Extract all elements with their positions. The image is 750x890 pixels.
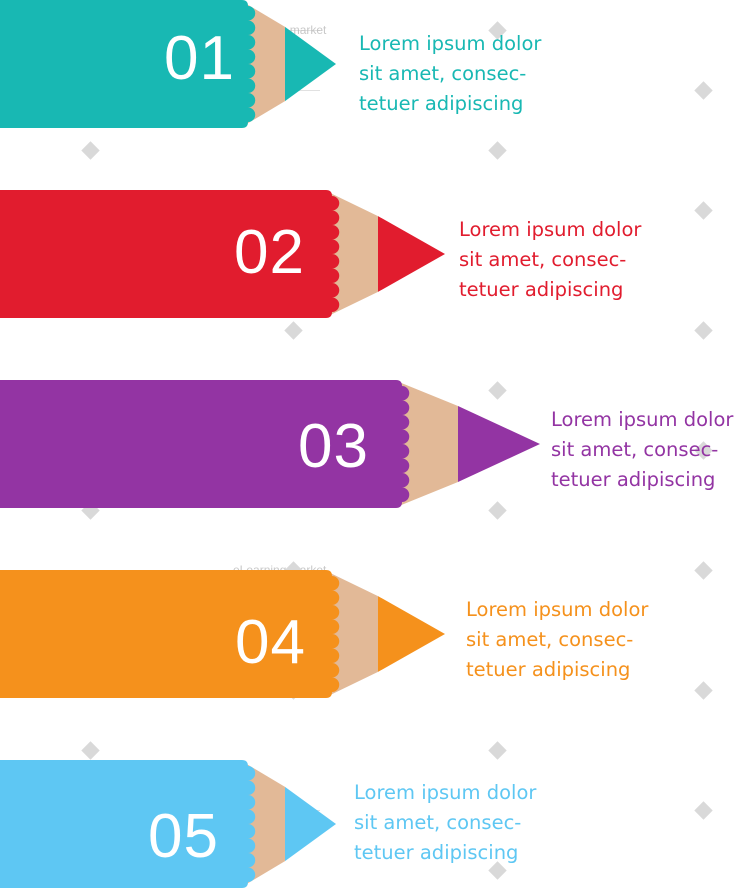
caption-02: Lorem ipsum dolor sit amet, consec- tetu… xyxy=(459,215,641,305)
caption-03-line-2: sit amet, consec- xyxy=(551,438,719,461)
caption-04-line-1: Lorem ipsum dolor xyxy=(466,598,649,621)
caption-01-line-2: sit amet, consec- xyxy=(359,62,527,85)
watermark-diamond xyxy=(694,681,713,700)
caption-02-line-3: tetuer adipiscing xyxy=(459,278,624,301)
pencil-01: 01 xyxy=(0,0,340,130)
pencil-body-04 xyxy=(0,570,340,698)
caption-05-line-1: Lorem ipsum dolor xyxy=(354,781,537,804)
caption-03-line-1: Lorem ipsum dolor xyxy=(551,408,734,431)
pencil-03: 03 xyxy=(0,380,545,510)
pencil-number-02: 02 xyxy=(234,218,305,287)
watermark-diamond xyxy=(488,741,507,760)
pencil-number-03: 03 xyxy=(298,412,369,481)
caption-04-line-2: sit amet, consec- xyxy=(466,628,634,651)
pencil-body-01 xyxy=(0,0,256,128)
caption-01-line-1: Lorem ipsum dolor xyxy=(359,32,542,55)
watermark-diamond xyxy=(694,321,713,340)
caption-01-line-3: tetuer adipiscing xyxy=(359,92,524,115)
pencil-shape-04 xyxy=(0,570,445,698)
caption-05: Lorem ipsum dolor sit amet, consec- tetu… xyxy=(354,778,536,868)
caption-02-line-1: Lorem ipsum dolor xyxy=(459,218,642,241)
pencil-body-02 xyxy=(0,190,340,318)
pencil-number-04: 04 xyxy=(235,608,306,677)
watermark-diamond xyxy=(81,141,100,160)
caption-03-line-3: tetuer adipiscing xyxy=(551,468,716,491)
pencil-04: 04 xyxy=(0,570,450,700)
watermark-diamond xyxy=(488,141,507,160)
pencil-tip-03 xyxy=(458,406,540,482)
pencil-tip-04 xyxy=(378,596,445,672)
pencil-shape-05 xyxy=(0,760,336,888)
pencil-05: 05 xyxy=(0,760,340,890)
pencil-number-01: 01 xyxy=(164,24,235,93)
watermark-diamond xyxy=(81,741,100,760)
watermark-diamond xyxy=(694,561,713,580)
caption-05-line-2: sit amet, consec- xyxy=(354,811,522,834)
pencil-number-05: 05 xyxy=(148,802,219,871)
watermark-diamond xyxy=(694,801,713,820)
watermark-diamond xyxy=(284,321,303,340)
caption-04: Lorem ipsum dolor sit amet, consec- tetu… xyxy=(466,595,648,685)
pencil-tip-01 xyxy=(285,26,336,102)
pencil-tip-02 xyxy=(378,216,445,292)
caption-03: Lorem ipsum dolor sit amet, consec- tetu… xyxy=(551,405,733,495)
caption-05-line-3: tetuer adipiscing xyxy=(354,841,519,864)
caption-01: Lorem ipsum dolor sit amet, consec- tetu… xyxy=(359,29,541,119)
pencil-shape-03 xyxy=(0,380,540,508)
pencil-02: 02 xyxy=(0,190,450,320)
caption-04-line-3: tetuer adipiscing xyxy=(466,658,631,681)
pencil-body-03 xyxy=(0,380,410,508)
watermark-diamond xyxy=(694,201,713,220)
pencil-wood-03 xyxy=(394,380,458,508)
pencil-body-05 xyxy=(0,760,256,888)
pencil-shape-02 xyxy=(0,190,445,318)
watermark-diamond xyxy=(694,81,713,100)
pencil-tip-05 xyxy=(285,786,336,862)
pencil-shape-01 xyxy=(0,0,336,128)
caption-02-line-2: sit amet, consec- xyxy=(459,248,627,271)
